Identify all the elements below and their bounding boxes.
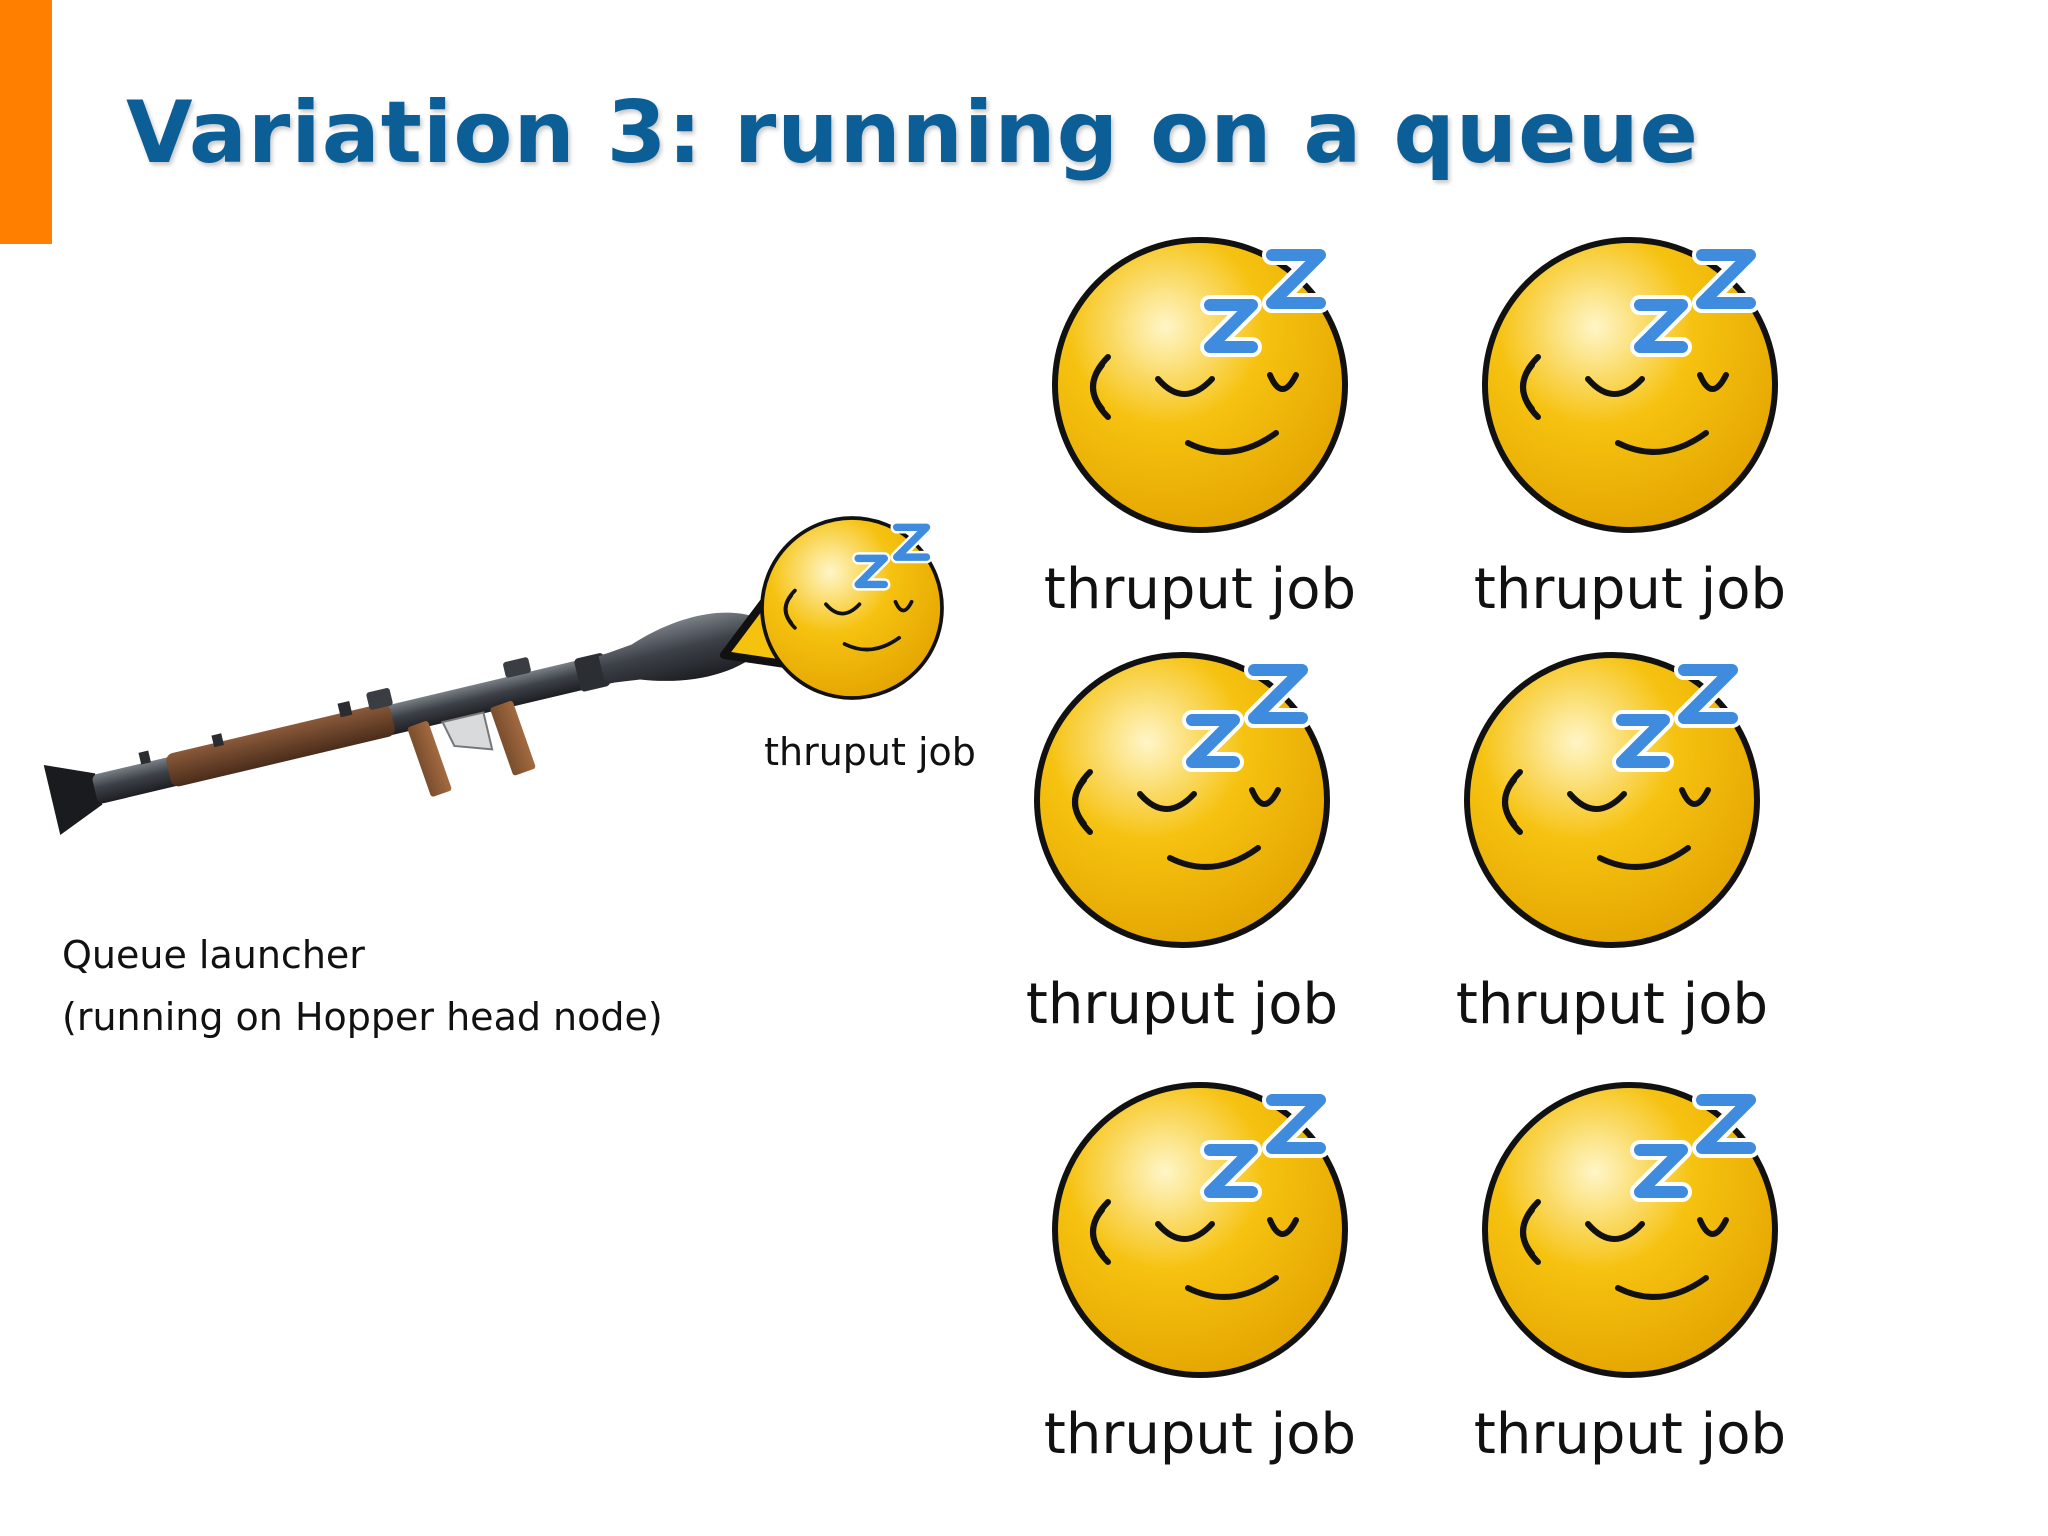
job-item: thruput job <box>1026 652 1338 1037</box>
sleeping-face-icon <box>1482 237 1778 533</box>
job-item: thruput job <box>1044 237 1356 622</box>
accent-bar <box>0 0 52 244</box>
launcher-caption-line1: Queue launcher <box>62 933 365 977</box>
job-label: thruput job <box>1026 972 1338 1037</box>
job-item: thruput job <box>1474 1082 1786 1467</box>
job-label: thruput job <box>1474 557 1786 622</box>
zzz-icon <box>1612 660 1742 772</box>
sleeping-face-icon <box>1052 1082 1348 1378</box>
launched-job-face <box>760 516 944 700</box>
job-label: thruput job <box>1044 557 1356 622</box>
zzz-icon <box>1200 245 1330 357</box>
slide-title: Variation 3: running on a queue <box>126 83 1699 183</box>
job-label: thruput job <box>1456 972 1768 1037</box>
job-label: thruput job <box>1044 1402 1356 1467</box>
launched-job-label: thruput job <box>764 730 976 774</box>
job-grid: thruput job thruput job thruput job thruput… <box>1026 237 1786 1467</box>
rocket-launcher-icon <box>43 612 788 836</box>
zzz-icon <box>852 521 933 591</box>
sleeping-face-icon <box>1482 1082 1778 1378</box>
sleeping-face-icon <box>760 516 944 700</box>
zzz-icon <box>1630 245 1760 357</box>
launcher-caption-line2: (running on Hopper head node) <box>62 995 663 1039</box>
launcher-caption: Queue launcher (running on Hopper head n… <box>62 924 663 1048</box>
job-label: thruput job <box>1474 1402 1786 1467</box>
sleeping-face-icon <box>1464 652 1760 948</box>
sleeping-face-icon <box>1034 652 1330 948</box>
zzz-icon <box>1182 660 1312 772</box>
job-item: thruput job <box>1044 1082 1356 1467</box>
sleeping-face-icon <box>1052 237 1348 533</box>
job-item: thruput job <box>1456 652 1768 1037</box>
job-item: thruput job <box>1474 237 1786 622</box>
zzz-icon <box>1200 1090 1330 1202</box>
zzz-icon <box>1630 1090 1760 1202</box>
